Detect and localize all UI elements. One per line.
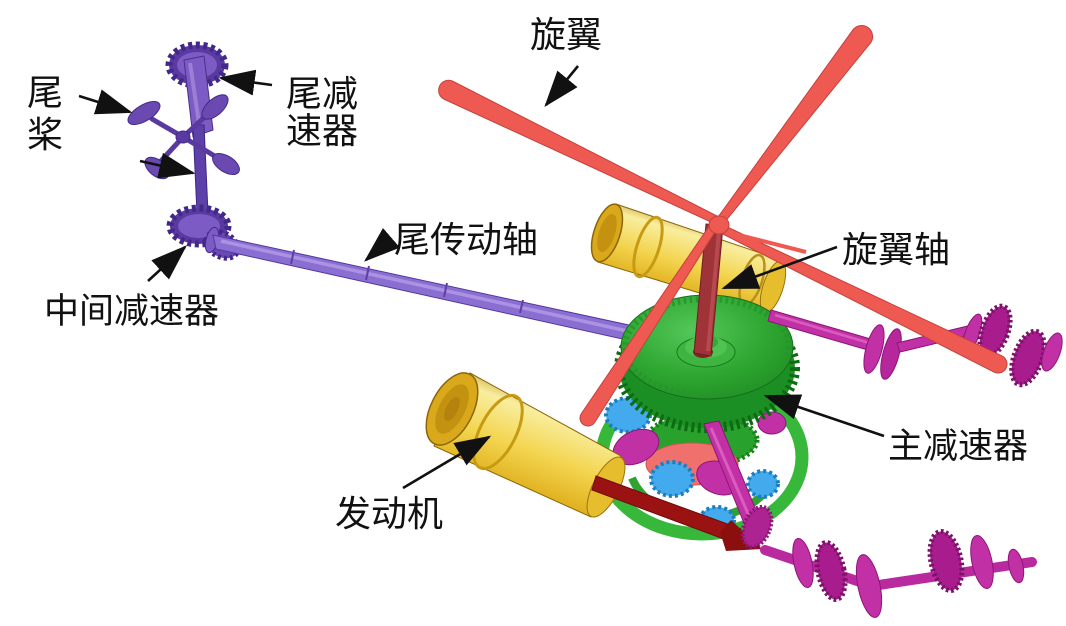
- rotor-shaft-arrow: [721, 245, 838, 290]
- takeoff-gear: [1009, 328, 1047, 388]
- rotor-arrow: [544, 65, 580, 108]
- rotor-blade-se: [717, 223, 1008, 374]
- blue-gear: [649, 460, 695, 498]
- flange-disc: [792, 537, 814, 589]
- highlight: [220, 239, 633, 334]
- rotor-blade-nw: [438, 79, 719, 225]
- label-tail-gearbox-l2: 速器: [286, 111, 358, 151]
- engine-front-inner: [597, 213, 617, 253]
- label-rotor-shaft: 旋翼轴: [842, 230, 950, 270]
- label-rotor: 旋翼: [530, 15, 602, 55]
- annotation-arrows: [78, 65, 885, 490]
- highlight: [709, 427, 754, 524]
- main-rotor: [438, 25, 1008, 427]
- tail-rotor-arrow-2: [139, 152, 196, 179]
- tail-rotor-blades: [127, 94, 240, 180]
- labels: 旋翼 尾 桨 尾减 速器 尾传动轴 中间减速器 旋翼轴 主减速器 发动机: [27, 15, 1028, 534]
- tail-blade: [201, 94, 229, 120]
- rotor-hub: [708, 215, 730, 235]
- tail-gearbox-arrow: [218, 69, 273, 96]
- tail-rotor-arrow: [78, 89, 133, 115]
- label-tail-rotor-l2: 桨: [27, 115, 63, 155]
- coupling-flange: [880, 328, 902, 380]
- engine-collar: [632, 215, 664, 279]
- engine-front-hub: [444, 397, 460, 421]
- highlight: [774, 313, 877, 347]
- label-tail-drive-shaft: 尾传动轴: [394, 220, 538, 260]
- end-disc: [1007, 548, 1025, 584]
- label-engine: 发动机: [335, 494, 443, 534]
- tail-drive-shaft-arrow: [364, 228, 401, 262]
- shaft-coupling-marks: [290, 249, 524, 314]
- tail-blade: [127, 100, 161, 126]
- coupling-flange: [863, 324, 885, 374]
- highlight: [706, 230, 721, 352]
- pitch-link: [722, 229, 807, 254]
- flange-disc: [970, 535, 994, 589]
- label-tail-rotor-l1: 尾: [27, 73, 63, 113]
- label-intermediate-gearbox: 中间减速器: [44, 292, 219, 331]
- main-rotor-shaft: [693, 223, 724, 358]
- end-disc: [1041, 332, 1063, 372]
- intermediate-gearbox: [166, 204, 241, 261]
- tail-drive-shaft: [212, 234, 639, 343]
- engine-collar: [472, 393, 524, 471]
- flange-disc: [855, 554, 883, 618]
- intermediate-gearbox-arrow: [147, 245, 187, 282]
- main-gearbox-arrow: [763, 394, 885, 438]
- tail-blade: [212, 153, 240, 175]
- label-tail-gearbox-l1: 尾减: [286, 74, 358, 114]
- layshaft-gear: [814, 540, 848, 602]
- tail-rotor-hub: [175, 130, 191, 144]
- universal-joint: [740, 504, 774, 550]
- label-main-gearbox: 主减速器: [888, 427, 1028, 466]
- tail-rotor-shaft: [192, 124, 209, 215]
- rotor-blade-ne: [714, 25, 874, 228]
- layshaft-gear: [927, 528, 965, 594]
- rotor-blade-sw: [579, 223, 718, 427]
- gear-top-teeth: [622, 296, 792, 398]
- blue-gear: [746, 469, 780, 499]
- engine-arrow: [402, 435, 492, 490]
- right-drive-shaft: [767, 303, 1063, 388]
- highlight: [188, 62, 202, 131]
- bottom-gear-train: [703, 420, 1037, 618]
